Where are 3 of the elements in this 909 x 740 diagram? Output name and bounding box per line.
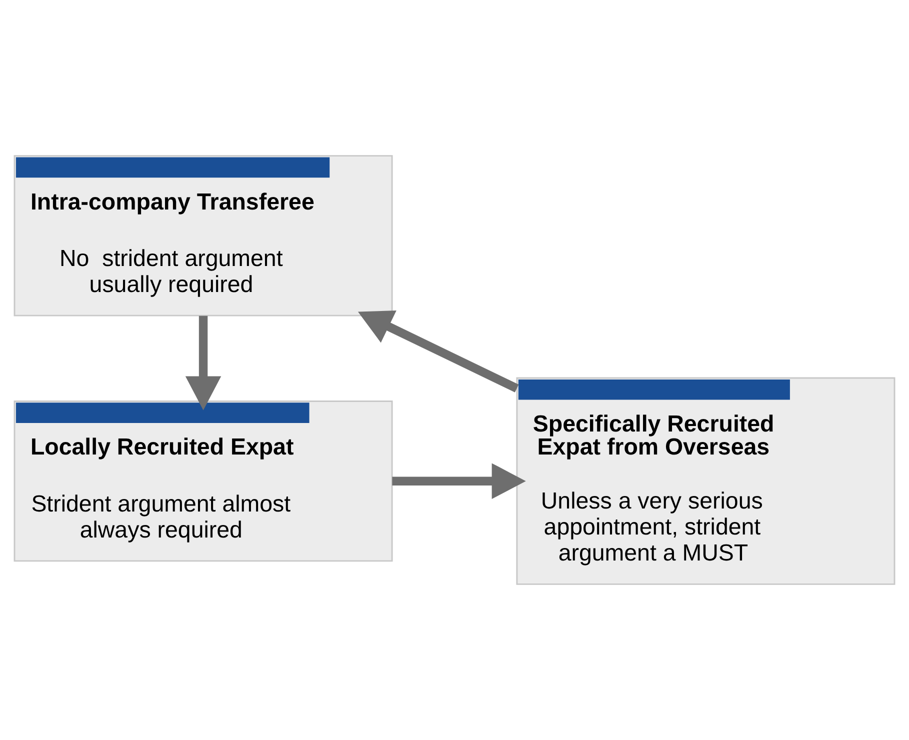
arrow: [392, 463, 526, 499]
arrow: [358, 310, 519, 392]
arrow: [185, 316, 222, 410]
